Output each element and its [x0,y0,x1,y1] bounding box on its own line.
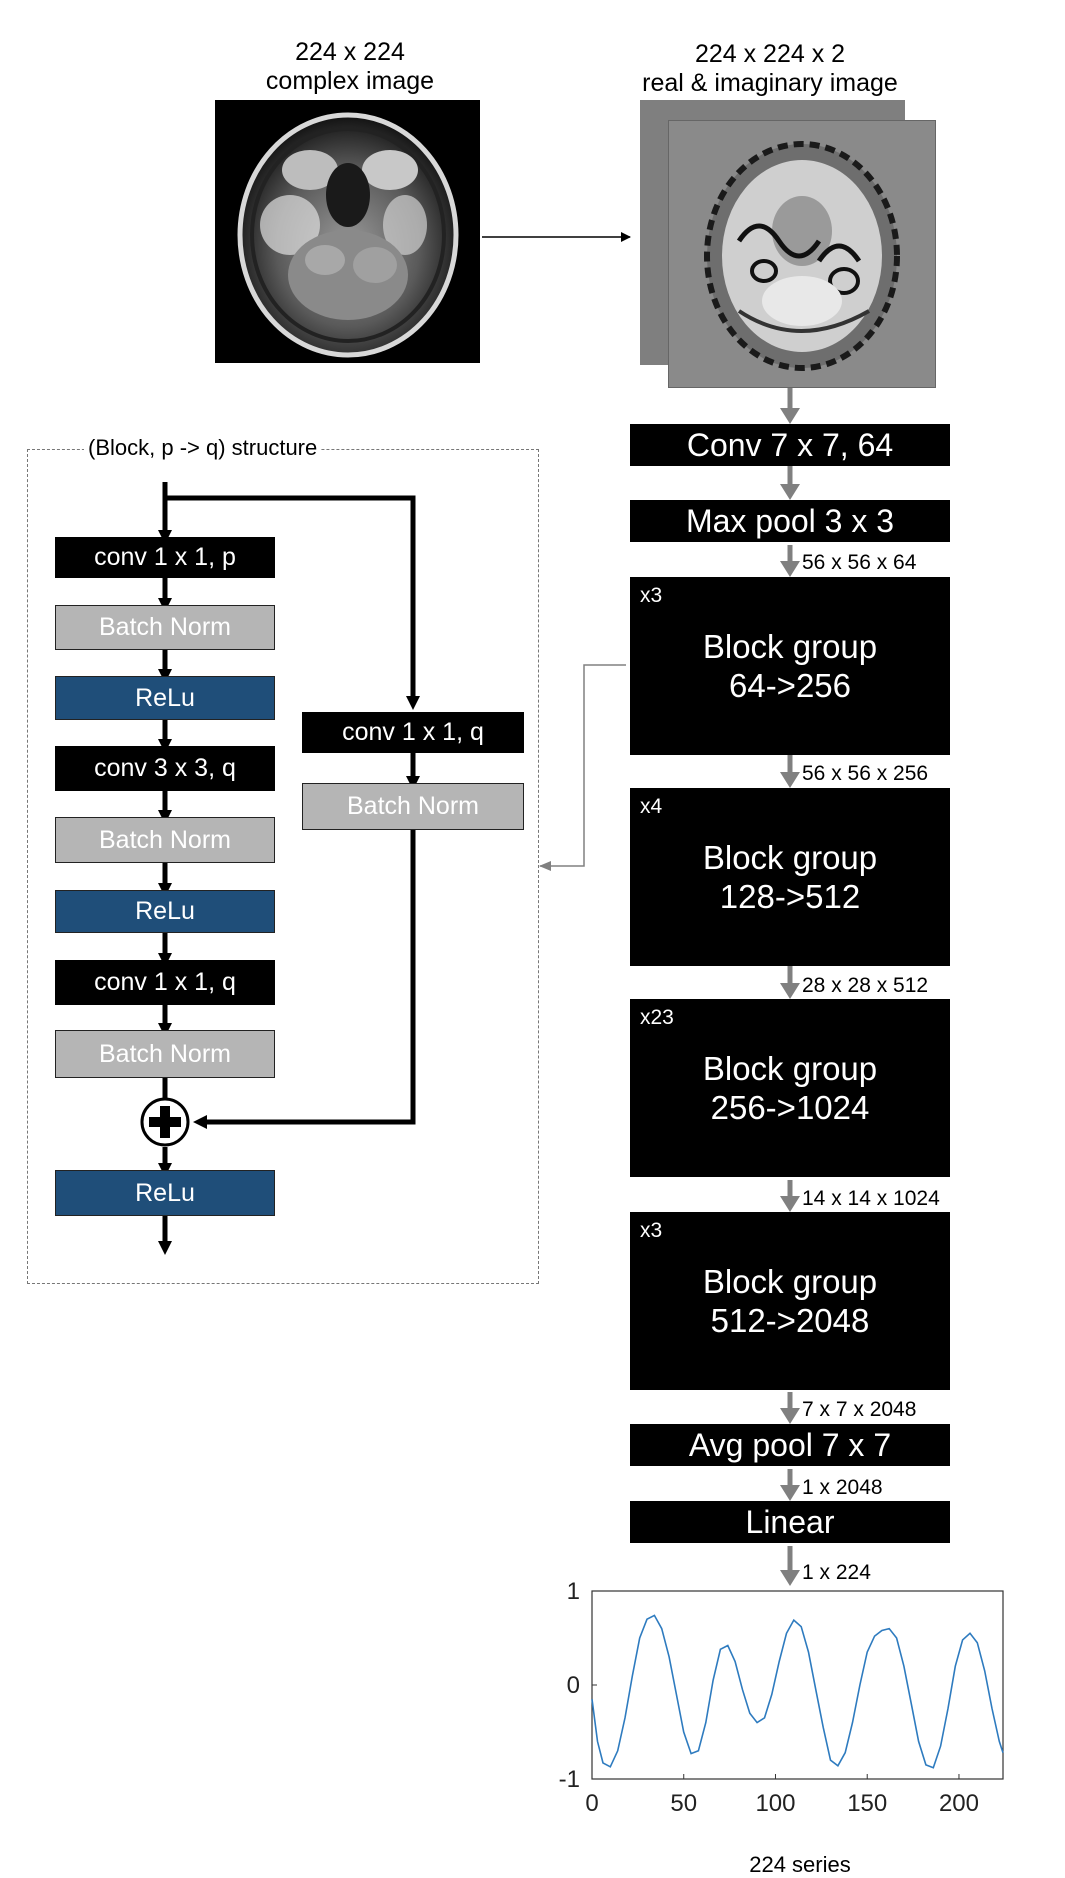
dim-label-4: 14 x 14 x 1024 [802,1187,940,1210]
block-group-1-channels: 64->256 [728,667,852,704]
block-group-1-title: Block group [702,628,878,665]
linear-box: Linear [630,1501,950,1543]
block-group-4-multiplier: x3 [640,1219,663,1242]
dim-label-5: 7 x 7 x 2048 [802,1398,917,1421]
dim-label-7: 1 x 224 [802,1561,871,1584]
bs-conv1x1-q: conv 1 x 1, q [55,960,275,1005]
plot-frame [591,1590,1004,1780]
bs-relu-1: ReLu [55,676,275,720]
x-tick-label: 0 [585,1790,598,1817]
output-size-label: 224 x 224 x 2 [694,40,846,68]
bs-shortcut-conv: conv 1 x 1, q [302,712,524,753]
plot-xlabel: 224 series [749,1852,851,1877]
y-tick-label: 1 [567,1578,580,1605]
dim-label-3: 28 x 28 x 512 [802,974,929,997]
imaginary-image-layer [668,120,936,388]
x-tick-label: 150 [847,1790,887,1817]
input-size-label: 224 x 224 [295,38,405,66]
input-caption: 224 x 224 complex image [200,38,500,96]
block-group-3-channels: 256->1024 [710,1089,870,1126]
block-group-2-multiplier: x4 [640,795,663,818]
bs-batchnorm-3: Batch Norm [55,1030,275,1078]
block-group-4-title: Block group [702,1263,878,1300]
block-structure-title: (Block, p -> q) structure [84,435,322,461]
bs-batchnorm-2: Batch Norm [55,817,275,863]
bs-conv1x1-p: conv 1 x 1, p [55,537,275,578]
block-group-1-multiplier: x3 [640,584,663,607]
bs-relu-2: ReLu [55,890,275,933]
input-type-label: complex image [265,67,435,95]
block-group-2: x4 Block group 128->512 [630,788,950,966]
complex-mri-image [215,100,480,363]
block-group-4: x3 Block group 512->2048 [630,1212,950,1390]
y-tick-label: 0 [567,1672,580,1699]
block-group-3: x23 Block group 256->1024 [630,999,950,1177]
block-group-3-multiplier: x23 [640,1006,674,1029]
y-tick-label: -1 [559,1766,580,1793]
maxpool-box: Max pool 3 x 3 [630,500,950,542]
block-group-4-channels: 512->2048 [710,1302,870,1339]
series-line [591,1614,1004,1769]
bs-conv3x3-q: conv 3 x 3, q [55,746,275,791]
x-tick-label: 50 [670,1790,697,1817]
x-tick-label: 200 [939,1790,979,1817]
bs-relu-final: ReLu [55,1170,275,1216]
dim-label-1: 56 x 56 x 64 [802,551,917,574]
output-caption: 224 x 224 x 2 real & imaginary image [600,40,940,98]
block-group-2-channels: 128->512 [719,878,861,915]
bs-batchnorm-1: Batch Norm [55,605,275,650]
output-type-label: real & imaginary image [642,69,898,97]
dim-label-2: 56 x 56 x 256 [802,762,929,785]
conv7-box: Conv 7 x 7, 64 [630,424,950,466]
avgpool-box: Avg pool 7 x 7 [630,1424,950,1466]
dim-label-6: 1 x 2048 [802,1476,883,1499]
group-to-structure-connector [539,664,626,871]
bs-shortcut-batchnorm: Batch Norm [302,783,524,830]
x-tick-label: 100 [755,1790,795,1817]
block-group-2-title: Block group [702,839,878,876]
block-group-1: x3 Block group 64->256 [630,577,950,755]
block-group-3-title: Block group [702,1050,878,1087]
